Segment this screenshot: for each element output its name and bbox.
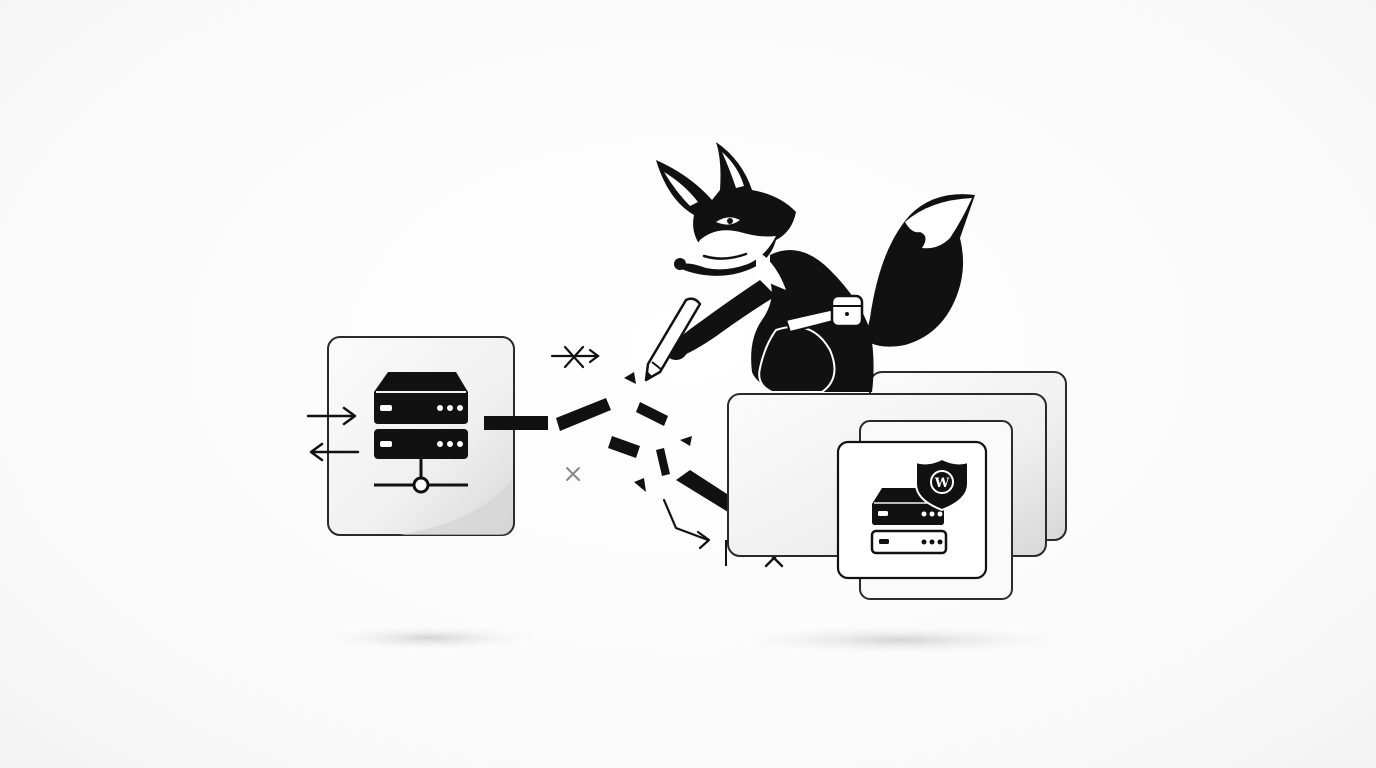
cross-icon bbox=[550, 345, 600, 369]
wordpress-logo-mark: W bbox=[934, 476, 950, 491]
source-floor-shadow bbox=[310, 624, 550, 652]
bidirectional-arrows-icon bbox=[306, 406, 360, 462]
wordpress-shield-icon: W bbox=[915, 457, 969, 512]
fox-mascot-icon bbox=[656, 142, 975, 393]
bent-arrow-icon bbox=[662, 498, 711, 550]
target-floor-shadow bbox=[710, 624, 1090, 656]
server-icon bbox=[374, 372, 468, 494]
cross-icon bbox=[566, 467, 580, 481]
pencil-icon bbox=[644, 297, 702, 382]
